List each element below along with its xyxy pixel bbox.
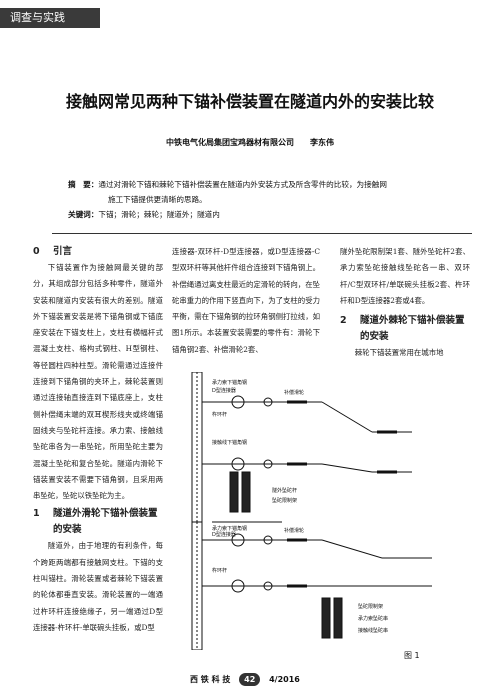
affiliation: 中铁电气化局集团宝鸡器材有限公司 李东伟 <box>166 138 334 147</box>
abstract-text-1: 通过对滑轮下锚和棘轮下锚补偿装置在隧道内外安装方式及所含零件的比较，为接触网 <box>98 180 387 189</box>
heading-2-cont: 的安装 <box>360 331 389 343</box>
heading-0-text: 引言 <box>53 246 73 257</box>
fig-label-top-0: 承力索下锚角钢 <box>212 379 247 386</box>
figure-caption: 图 1 <box>404 651 420 660</box>
fig-label-top-4: 接触线下锚角钢 <box>212 439 247 446</box>
fig-label-bottom-1: D型连接器 <box>212 531 236 538</box>
heading-1-num: 1 <box>33 508 40 520</box>
heading-2-num: 2 <box>340 315 347 327</box>
pole-top <box>191 372 203 523</box>
heading-2-text: 隧道外棘轮下锚补偿装置 <box>360 315 465 327</box>
heading-1-text: 隧道外滑轮下锚补偿装置 <box>53 508 158 520</box>
fig-label-bottom-5: 承力索坠砣串 <box>358 615 388 622</box>
col2-paragraph: 连接器-双环杆-D型连接器，或D型连接器-C型双环杆等其他杆件组合连接到下锚角钢… <box>172 247 320 354</box>
abstract-block: 摘 要：通过对滑轮下锚和棘轮下锚补偿装置在隧道内外安装方式及所含零件的比较，为接… <box>68 177 468 222</box>
figure-1-diagram: 承力索下锚角钢 D型连接器 补偿滑轮 杵环杆 接触线下锚角钢 隧外坠砣杆 坠砣限… <box>191 372 432 650</box>
paper-title: 接触网常见两种下锚补偿装置在隧道内外的安装比较 <box>65 92 434 111</box>
heading-0: 0 引言 <box>33 244 163 260</box>
heading-0-num: 0 <box>33 246 40 257</box>
fig-label-bottom-3: 杵环杆 <box>212 567 227 574</box>
keywords: 下锚；滑轮；棘轮；隧道外；隧道内 <box>98 210 220 219</box>
fig-label-top-2: 补偿滑轮 <box>284 389 304 396</box>
column-2: 连接器-双环杆-D型连接器，或D型连接器-C型双环杆等其他杆件组合连接到下锚角钢… <box>172 244 320 358</box>
fig-label-bottom-2: 补偿滑轮 <box>284 527 304 534</box>
heading-2: 2 隧道外棘轮下锚补偿装置 <box>340 313 470 329</box>
heading-1: 1 隧道外滑轮下锚补偿装置 <box>33 506 163 522</box>
divider <box>52 233 472 234</box>
fig-label-top-6: 坠砣限制架 <box>272 497 297 504</box>
fig-label-bottom-6: 接触线坠砣串 <box>358 627 388 634</box>
section-tab: 调查与实践 <box>0 8 100 28</box>
section-2-paragraph: 棘轮下锚装置常用在城市地 <box>354 348 444 358</box>
heading-1-cont: 的安装 <box>53 524 82 536</box>
intro-paragraph: 下锚装置作为接触网最关键的部分，其组成部分包括多种零件，隧道外安装和隧道内安装有… <box>33 263 163 501</box>
fig-label-bottom-0: 承力索下锚角钢 <box>212 525 247 532</box>
fig-label-bottom-4: 坠砣限制架 <box>358 603 383 610</box>
issue: 4/2016 <box>269 675 300 684</box>
column-1: 0 引言 下锚装置作为接触网最关键的部分，其组成部分包括多种零件，隧道外安装和隧道… <box>33 244 163 636</box>
fig-label-top-1: D型连接器 <box>212 387 236 394</box>
section-tab-label: 调查与实践 <box>10 11 65 24</box>
column-3: 隧外坠砣限制架1套、隧外坠砣杆2套、承力索坠砣接触线坠砣各一串、双环杆/C型双环… <box>340 244 470 361</box>
section-1-paragraph: 隧道外，由于地理的有利条件，每个跨距两端都有接触网支柱。下锚的支柱叫锚柱。滑轮装… <box>33 541 163 632</box>
keywords-label: 关键词： <box>68 210 99 219</box>
col3-paragraph: 隧外坠砣限制架1套、隧外坠砣杆2套、承力索坠砣接触线坠砣各一串、双环杆/C型双环… <box>340 247 470 305</box>
footer: 西 铁 科 技 42 4/2016 <box>190 673 300 686</box>
journal-name: 西 铁 科 技 <box>190 675 231 684</box>
fig-label-top-3: 杵环杆 <box>212 411 227 418</box>
page-number: 42 <box>239 673 261 686</box>
abstract-text-2: 施工下锚提供更清晰的思路。 <box>108 195 207 204</box>
abstract-label: 摘 要： <box>68 180 99 189</box>
fig-label-top-5: 隧外坠砣杆 <box>272 487 297 494</box>
